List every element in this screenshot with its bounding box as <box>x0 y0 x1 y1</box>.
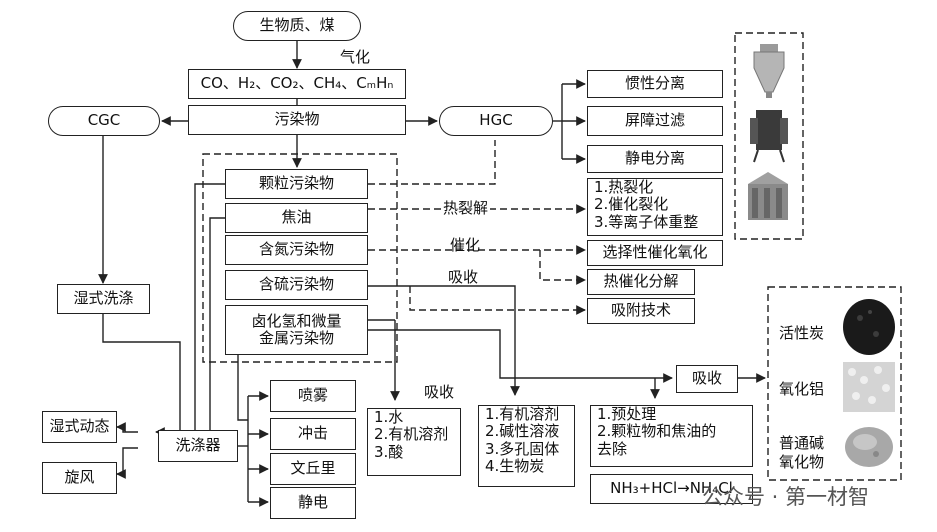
electrostatic-sep-label: 静电分离 <box>624 149 685 168</box>
edge-label-absorption-mid: 吸收 <box>448 268 479 286</box>
sulfur-node: 含硫污染物 <box>225 270 368 300</box>
tar-node: 焦油 <box>225 203 368 233</box>
absorb-node: 吸收 <box>676 365 738 393</box>
cyclone-node: 旋风 <box>42 462 117 494</box>
equipment-image-frame <box>734 32 804 240</box>
gas-components-node: CO、H₂、CO₂、CH₄、CₘHₙ <box>188 69 406 99</box>
watermark: 公众号 · 第一材智 <box>702 485 870 509</box>
cyclone-separator-image <box>753 44 785 98</box>
tar-label: 焦油 <box>281 208 312 227</box>
thermal-cat-label: 热催化分解 <box>603 272 679 291</box>
spray-node: 喷雾 <box>270 380 356 412</box>
scr-node: 选择性催化氧化 <box>587 240 723 266</box>
edge-label-absorption-lower: 吸收 <box>424 383 455 401</box>
electrostatic-sep-node: 静电分离 <box>587 145 723 173</box>
pretreat-line-2: 2.颗粒物和焦油的 <box>597 422 717 441</box>
sorbent-label-common-alkali: 普通碱 <box>779 434 825 452</box>
wet-scrub-node: 湿式洗涤 <box>57 284 150 314</box>
edge-label-thermal-cracking: 热裂解 <box>441 197 491 218</box>
tar-method-1: 1.热裂化 <box>594 178 654 196</box>
hgc-node: HGC <box>439 106 553 136</box>
absorb2-item-4: 4.生物炭 <box>485 456 545 475</box>
nh3-reaction-label: NH₃+HCl→NH₄Cl <box>610 479 733 498</box>
halide-label-line2: 金属污染物 <box>258 329 334 347</box>
wet-dynamic-label: 湿式动态 <box>49 417 110 436</box>
to-wet-dynamic-arrow <box>116 422 138 433</box>
cyclone-label: 旋风 <box>64 468 95 487</box>
tar-method-3: 3.等离子体重整 <box>594 212 699 231</box>
halide-node: 卤化氢和微量 金属污染物 <box>225 305 368 355</box>
absorb2-item-3: 3.多孔固体 <box>485 439 560 458</box>
alumina-image <box>843 362 895 412</box>
electrostatic-node: 静电 <box>270 487 356 519</box>
gas-components-label: CO、H₂、CO₂、CH₄、CₘHₙ <box>200 74 394 93</box>
barrier-filter-image <box>750 110 788 163</box>
nitrogen-node: 含氮污染物 <box>225 235 368 265</box>
alkali-oxide-image <box>845 427 893 467</box>
activated-carbon-image <box>843 299 895 355</box>
barrier-filter-label: 屏障过滤 <box>624 111 685 130</box>
inertial-sep-label: 惯性分离 <box>624 74 685 93</box>
venturi-label: 文丘里 <box>290 459 336 478</box>
electrostatic-precipitator-image <box>748 172 788 220</box>
pretreat-node: 1.预处理 2.颗粒物和焦油的 去除 <box>590 405 753 467</box>
nh3-reaction-node: NH₃+HCl→NH₄Cl <box>590 474 753 504</box>
scr-label: 选择性催化氧化 <box>602 243 708 262</box>
adsorption-tech-node: 吸附技术 <box>587 298 695 324</box>
pretreat-line-3: 去除 <box>597 439 628 458</box>
pollutant-group-frame <box>202 153 398 363</box>
halide-label-line1: 卤化氢和微量 <box>251 311 342 330</box>
absorb-label: 吸收 <box>691 369 722 388</box>
edge-label-catalysis: 催化 <box>450 236 481 254</box>
scrubber-label: 洗涤器 <box>175 436 221 455</box>
pretreat-line-1: 1.预处理 <box>597 405 657 423</box>
absorb2-item-2: 2.碱性溶液 <box>485 422 560 441</box>
spray-label: 喷雾 <box>297 386 328 405</box>
absorb-list-2: 1.有机溶剂 2.碱性溶液 3.多孔固体 4.生物炭 <box>478 405 575 487</box>
equipment-images <box>748 44 788 220</box>
particulate-label: 颗粒污染物 <box>258 174 334 193</box>
wet-scrub-label: 湿式洗涤 <box>73 289 134 308</box>
pollutants-node: 污染物 <box>188 105 406 135</box>
source-node: 生物质、煤 <box>233 11 361 41</box>
gasification-label: 气化 <box>340 48 371 66</box>
absorb1-item-2: 2.有机溶剂 <box>374 425 449 444</box>
sorbent-label-oxide: 氧化物 <box>779 453 825 471</box>
electrostatic-label: 静电 <box>297 493 328 512</box>
nitrogen-label: 含氮污染物 <box>258 240 334 259</box>
source-label: 生物质、煤 <box>259 16 335 35</box>
absorb-list-1: 1.水 2.有机溶剂 3.酸 <box>367 408 461 476</box>
tar-method-2: 2.催化裂化 <box>594 195 669 214</box>
venturi-node: 文丘里 <box>270 453 356 485</box>
sorbent-image-frame <box>767 286 902 481</box>
thermal-cat-node: 热催化分解 <box>587 269 695 295</box>
sorbent-images <box>843 299 895 467</box>
sorbent-label-alumina: 氧化铝 <box>779 380 825 398</box>
sorbent-label-activated-carbon: 活性炭 <box>779 324 825 342</box>
cgc-node: CGC <box>48 106 160 136</box>
impact-label: 冲击 <box>297 424 328 443</box>
cgc-label: CGC <box>87 111 121 130</box>
sulfur-label: 含硫污染物 <box>258 275 334 294</box>
adsorption-tech-label: 吸附技术 <box>610 301 671 320</box>
absorb1-item-1: 1.水 <box>374 408 404 426</box>
absorb2-item-1: 1.有机溶剂 <box>485 405 560 423</box>
impact-node: 冲击 <box>270 418 356 450</box>
absorb1-item-3: 3.酸 <box>374 442 404 461</box>
barrier-filter-node: 屏障过滤 <box>587 106 723 136</box>
hgc-label: HGC <box>479 111 513 130</box>
to-cyclone-arrow <box>116 447 138 479</box>
inertial-sep-node: 惯性分离 <box>587 70 723 98</box>
particulate-node: 颗粒污染物 <box>225 169 368 199</box>
wet-dynamic-node: 湿式动态 <box>42 411 117 443</box>
pollutants-label: 污染物 <box>274 110 320 129</box>
tar-methods-node: 1.热裂化 2.催化裂化 3.等离子体重整 <box>587 178 723 236</box>
scrubber-node: 洗涤器 <box>158 430 238 462</box>
